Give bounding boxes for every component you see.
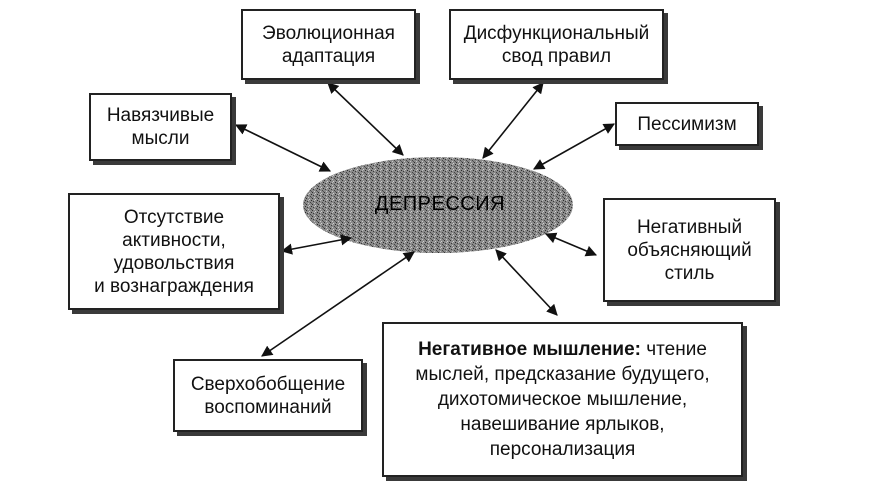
arrow-intrusive bbox=[234, 124, 332, 172]
overgeneralization-box: Сверхобобщение воспоминаний bbox=[173, 359, 363, 432]
arrow-negative-thinking bbox=[495, 249, 558, 316]
absence-text: Отсутствие активности, удовольствия и во… bbox=[94, 206, 254, 297]
dysfunctional-text: Дисфункциональный свод правил bbox=[463, 22, 650, 67]
pessimism-text: Пессимизм bbox=[637, 113, 737, 135]
arrow-absence bbox=[280, 234, 353, 255]
evolution-text: Эволюционная адаптация bbox=[262, 22, 395, 67]
arrow-dysfunctional bbox=[482, 82, 544, 159]
intrusive-text: Навязчивые мысли bbox=[106, 105, 215, 149]
absence-box: Отсутствие активности, удовольствия и во… bbox=[68, 193, 280, 310]
depression-label: ДЕПРЕССИЯ bbox=[374, 192, 506, 215]
intrusive-box: Навязчивые мысли bbox=[89, 93, 232, 161]
negative-thinking-content: Негативное мышление: чтение мыслей, пред… bbox=[394, 337, 731, 462]
negative-thinking-text: чтение мыслей, предсказание будущего, ди… bbox=[415, 339, 710, 460]
arrow-overgeneralization bbox=[261, 251, 415, 357]
evolution-box: Эволюционная адаптация bbox=[241, 9, 416, 80]
negative-thinking-title: Негативное мышление: bbox=[418, 339, 641, 360]
dysfunctional-box: Дисфункциональный свод правил bbox=[449, 9, 664, 80]
arrow-evolution bbox=[327, 82, 404, 156]
arrow-pessimism bbox=[533, 123, 615, 170]
overgeneralization-text: Сверхобобщение воспоминаний bbox=[190, 373, 346, 418]
depression-ellipse bbox=[303, 157, 573, 253]
negative-style-box: Негативный объясняющий стиль bbox=[603, 198, 776, 302]
negative-style-text: Негативный объясняющий стиль bbox=[627, 216, 752, 284]
arrow-negative-style bbox=[544, 232, 598, 257]
pessimism-box: Пессимизм bbox=[615, 102, 759, 146]
negative-thinking-box: Негативное мышление: чтение мыслей, пред… bbox=[382, 322, 743, 477]
